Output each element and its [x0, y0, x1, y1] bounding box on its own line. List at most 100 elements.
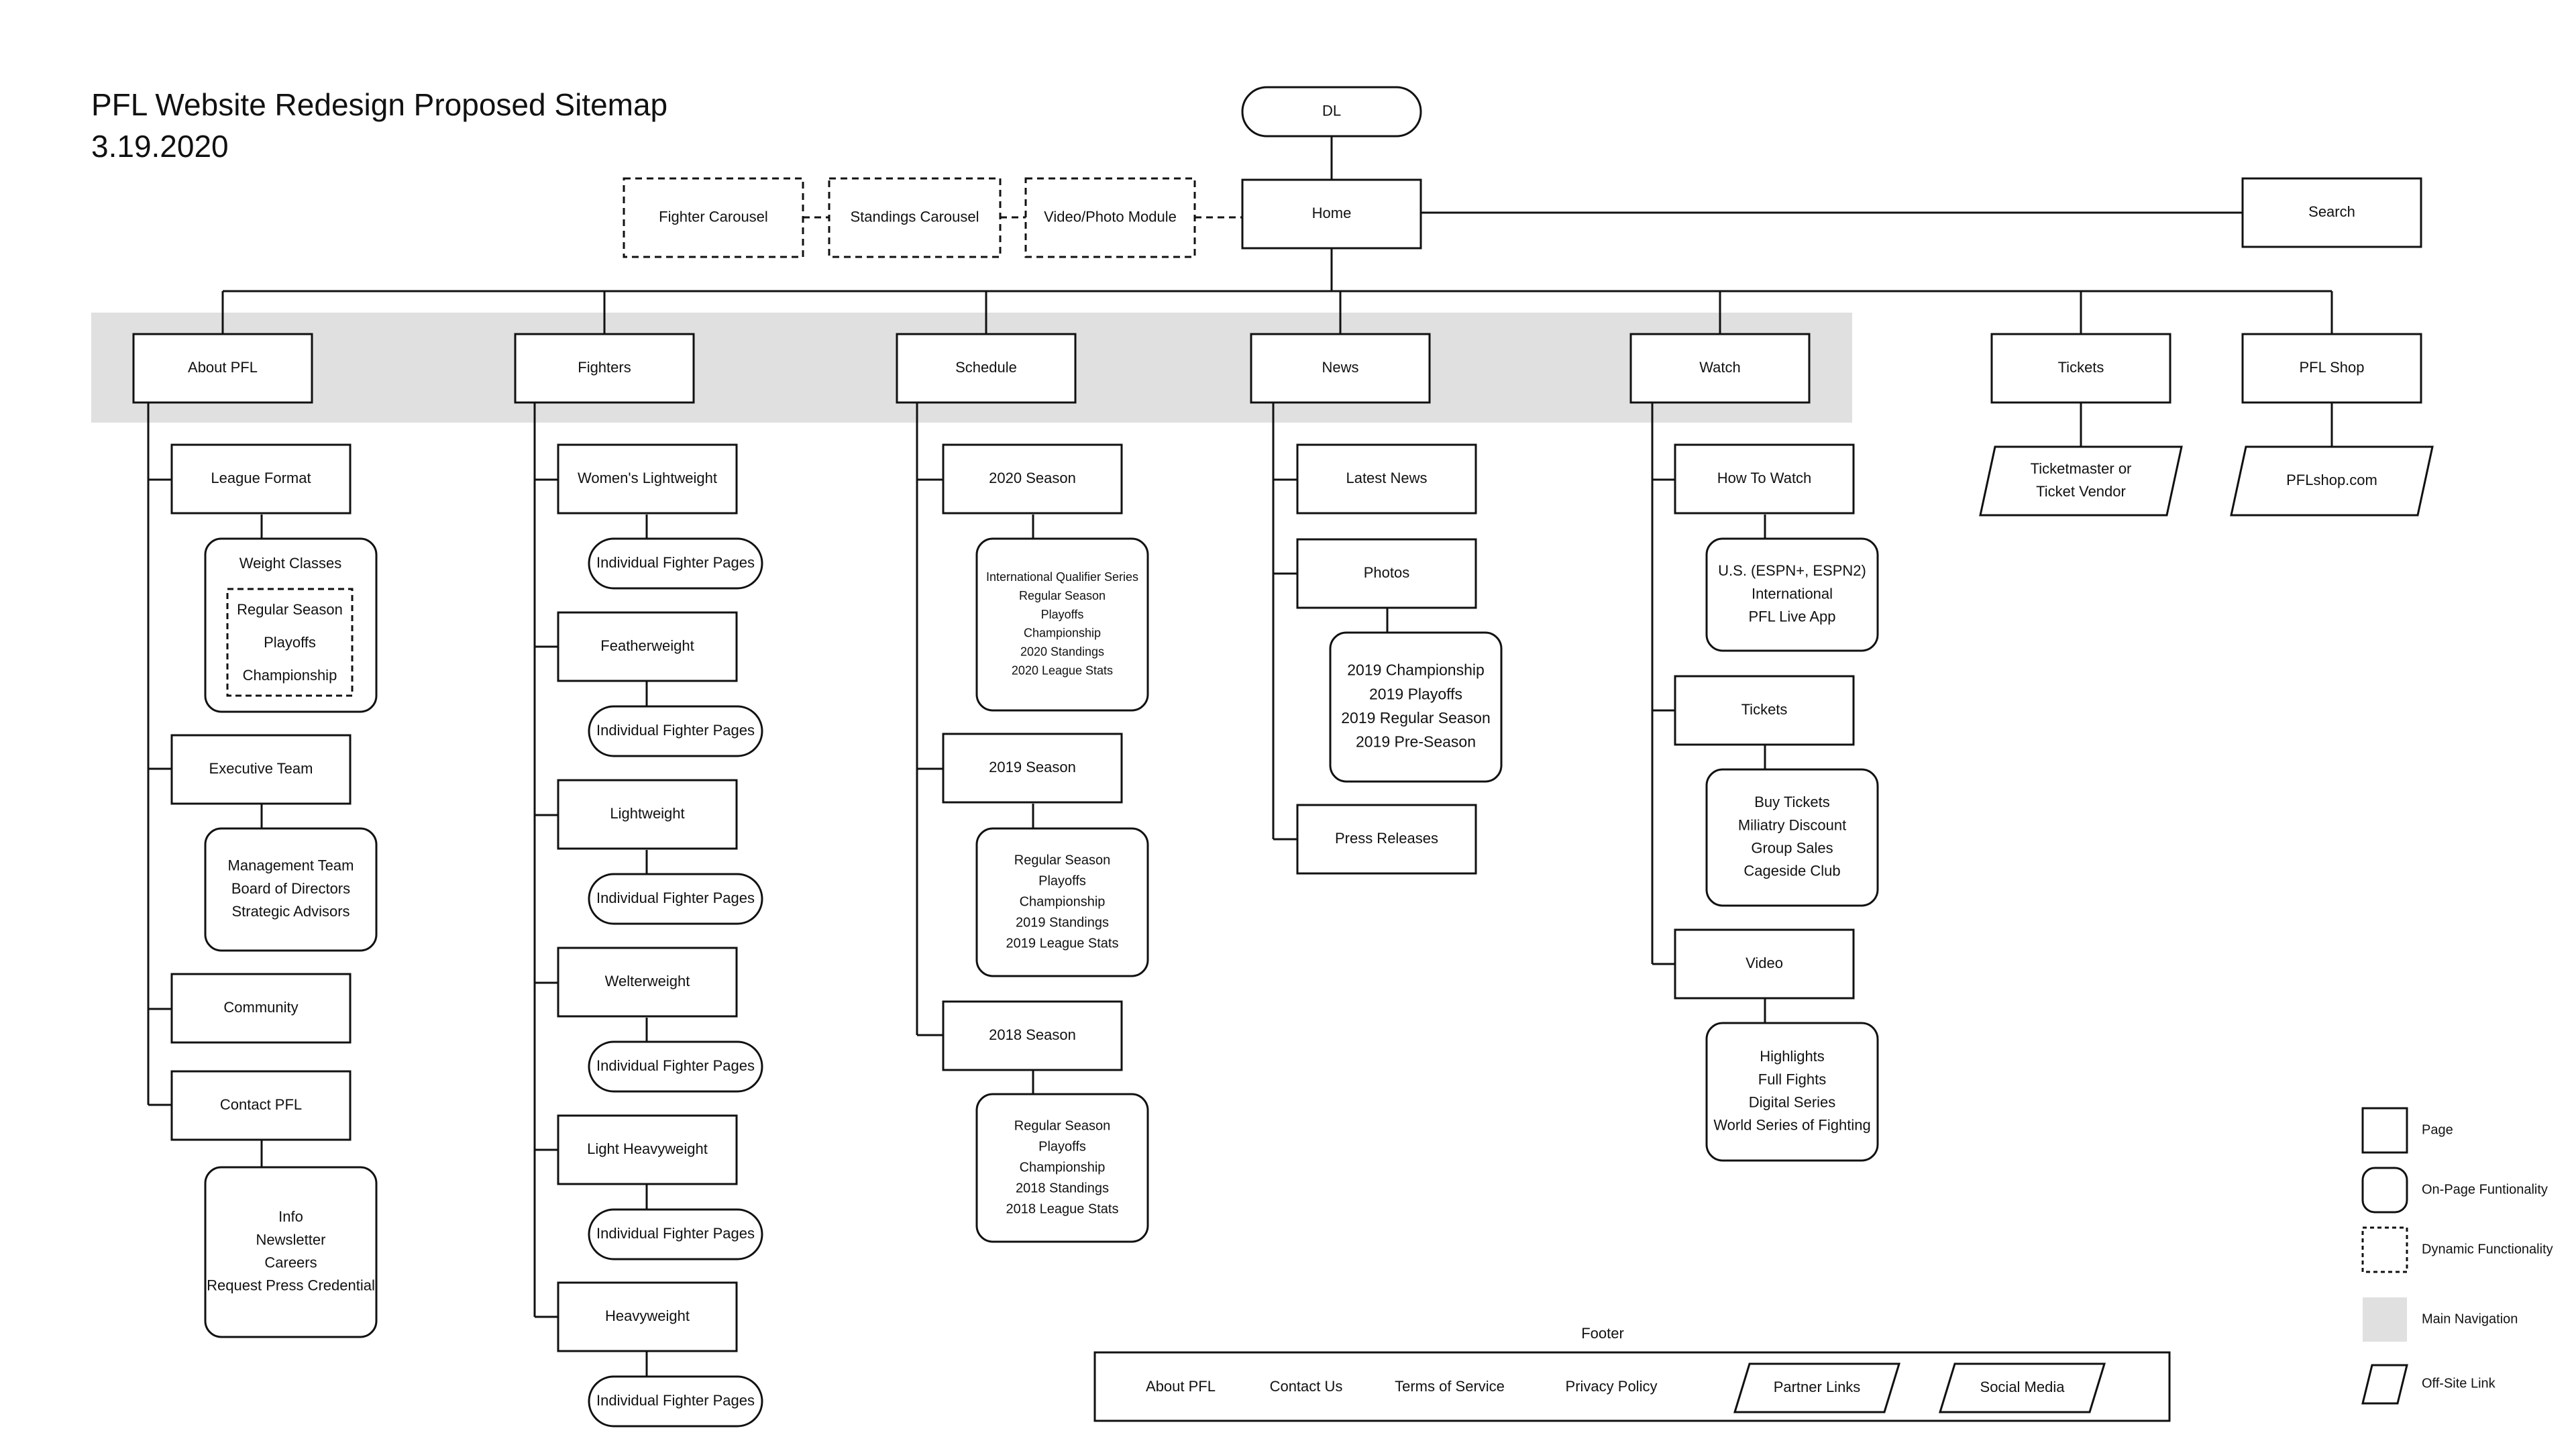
node-ticketmaster-item-0-label: Ticketmaster or [2031, 460, 2132, 477]
node-league-format-label: League Format [211, 470, 311, 486]
node-home-box [1241, 178, 1422, 250]
node-executive-team: Executive Team [170, 734, 352, 805]
node-executive-team-label: Executive Team [209, 760, 313, 777]
node-season-2020-items-item-4-label: 2020 Standings [1020, 645, 1104, 659]
node-dl-label: DL [1322, 102, 1341, 119]
node-season-2019: 2019 Season [942, 733, 1123, 804]
node-how-to-watch: How To Watch [1674, 443, 1855, 515]
node-division-0: Women's Lightweight [557, 443, 738, 515]
node-division-4: Light Heavyweight [557, 1114, 738, 1185]
node-season-2020-items-item-1-label: Regular Season [1019, 589, 1106, 602]
footer-offsite-box-0[interactable] [1733, 1362, 1901, 1413]
legend-label-3: Main Navigation [2422, 1311, 2518, 1326]
node-weight-classes-dynamic-box [226, 588, 354, 697]
node-photos-box [1296, 538, 1477, 609]
node-how-to-watch-label: How To Watch [1717, 470, 1812, 486]
node-home-label: Home [1312, 205, 1352, 221]
node-fighters: Fighters [514, 333, 695, 404]
node-search-label: Search [2308, 203, 2355, 220]
node-photos: Photos [1296, 538, 1477, 609]
node-latest-news-box [1296, 443, 1477, 515]
node-division-4-box [557, 1114, 738, 1185]
node-fighter-pages-5-box [588, 1375, 763, 1428]
node-video-items-item-2-label: Digital Series [1749, 1093, 1836, 1110]
node-contact-pfl-box [170, 1070, 352, 1141]
node-division-0-box [557, 443, 738, 515]
node-watch-tickets-items-item-2-label: Group Sales [1751, 839, 1833, 856]
node-league-dynamic-item-1-label: Playoffs [264, 634, 316, 651]
legend-main-nav-swatch [2363, 1297, 2407, 1342]
node-video-items-item-1-label: Full Fights [1758, 1071, 1826, 1087]
node-season-2020-label: 2020 Season [989, 470, 1076, 486]
node-division-5-label: Heavyweight [605, 1307, 690, 1324]
node-season-2018-items-box [975, 1093, 1149, 1243]
node-division-5-box [557, 1281, 738, 1352]
node-community-label: Community [223, 999, 298, 1016]
node-tickets: Tickets [1990, 333, 2171, 404]
legend-label-2: Dynamic Functionality [2422, 1242, 2553, 1256]
node-video-box [1674, 928, 1855, 1000]
node-fighter-pages-0: Individual Fighter Pages [588, 537, 763, 590]
footer-label: Footer [1581, 1325, 1624, 1342]
node-video-items-item-0-label: Highlights [1760, 1048, 1825, 1065]
node-standings-carousel: Standings Carousel [828, 177, 1002, 258]
node-division-2-label: Lightweight [610, 805, 684, 822]
node-contact-items-item-3-label: Request Press Credential [207, 1277, 375, 1293]
footer-offsite-link-1[interactable]: Social Media [1980, 1379, 2065, 1395]
node-schedule-label: Schedule [955, 359, 1017, 376]
node-how-to-watch-items-item-2-label: PFL Live App [1748, 608, 1835, 625]
node-season-2019-items-box [975, 827, 1149, 977]
footer-link-3[interactable]: Privacy Policy [1566, 1378, 1658, 1395]
node-search-box [2241, 177, 2422, 248]
node-pflshop-com-label: PFLshop.com [2286, 472, 2377, 488]
footer-link-1[interactable]: Contact Us [1270, 1378, 1343, 1395]
node-division-4-label: Light Heavyweight [587, 1140, 708, 1157]
node-latest-news-label: Latest News [1346, 470, 1427, 486]
node-tickets-box [1990, 333, 2171, 404]
legend-label-0: Page [2422, 1122, 2453, 1137]
node-about-pfl: About PFL [132, 333, 313, 404]
node-watch-tickets-items-box [1705, 768, 1879, 907]
node-how-to-watch-box [1674, 443, 1855, 515]
node-fighters-box [514, 333, 695, 404]
node-news-box [1250, 333, 1431, 404]
node-standings-carousel-box [828, 177, 1002, 258]
node-season-2018-items-item-1-label: Playoffs [1038, 1139, 1086, 1154]
node-executive-items-item-0-label: Management Team [228, 857, 354, 874]
node-season-2018-items-item-4-label: 2018 League Stats [1006, 1201, 1119, 1216]
node-pfl-shop-label: PFL Shop [2299, 359, 2364, 376]
footer-link-0[interactable]: About PFL [1146, 1378, 1216, 1395]
node-season-2018-box [942, 1000, 1123, 1071]
node-season-2020-box [942, 443, 1123, 515]
node-ticketmaster-box [1979, 445, 2183, 517]
node-fighter-pages-3-box [588, 1040, 763, 1093]
footer-link-2[interactable]: Terms of Service [1395, 1378, 1505, 1395]
legend-label-4: Off-Site Link [2422, 1376, 2496, 1391]
node-division-3-label: Welterweight [605, 973, 690, 989]
node-contact-pfl: Contact PFL [170, 1070, 352, 1141]
node-season-2018-items-item-0-label: Regular Season [1014, 1118, 1110, 1133]
legend-off-site-swatch [2361, 1364, 2408, 1405]
node-video-photo-module-label: Video/Photo Module [1044, 208, 1177, 225]
node-fighter-pages-0-label: Individual Fighter Pages [596, 554, 755, 571]
node-pflshop-com-box [2230, 445, 2434, 517]
node-fighter-carousel-box [623, 177, 804, 258]
footer-offsite-box-1[interactable] [1938, 1362, 2106, 1413]
node-about-pfl-label: About PFL [188, 359, 258, 376]
node-season-2019-items-item-2-label: Championship [1020, 894, 1106, 909]
node-fighter-pages-5: Individual Fighter Pages [588, 1375, 763, 1428]
diagram-title: PFL Website Redesign Proposed Sitemap [91, 87, 667, 122]
node-contact-items-item-2-label: Careers [264, 1254, 317, 1271]
node-season-2020-items-item-0-label: International Qualifier Series [986, 570, 1138, 584]
node-fighter-pages-1-box [588, 705, 763, 757]
footer-offsite-link-0[interactable]: Partner Links [1774, 1379, 1861, 1395]
node-season-2020-items-item-5-label: 2020 League Stats [1012, 664, 1113, 678]
node-season-2019-items-item-4-label: 2019 League Stats [1006, 936, 1119, 951]
node-photos-items-item-0-label: 2019 Championship [1347, 661, 1485, 679]
